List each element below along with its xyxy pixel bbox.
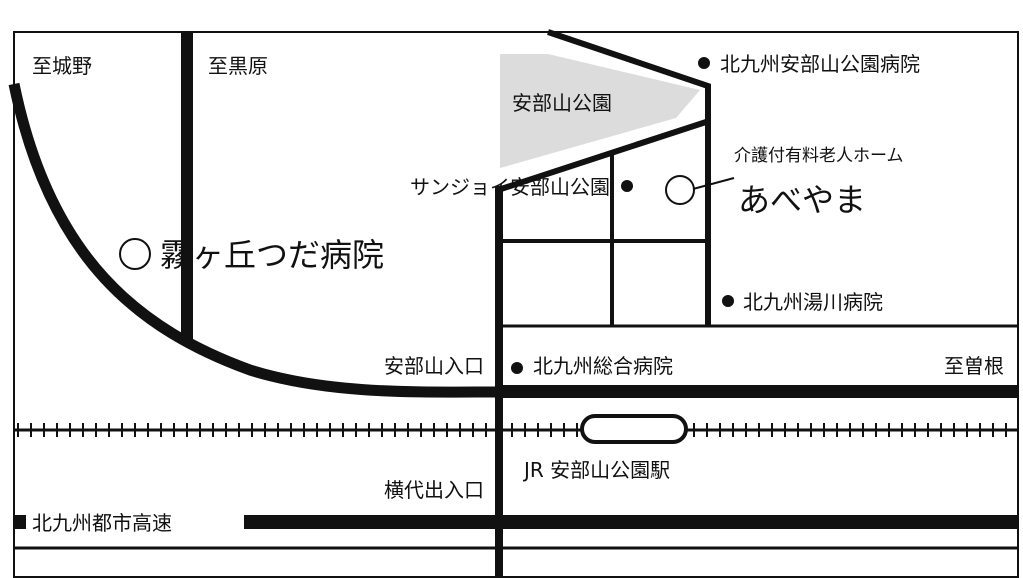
label-kitakyushu-general-hospital: 北九州総合病院 [533, 354, 673, 378]
label-station: JR 安部山公園駅 [522, 458, 670, 482]
destination-marker-abeyama [665, 175, 695, 205]
poi-marker-sunjoy [621, 180, 633, 192]
road-to-kurobaru [181, 32, 193, 340]
curved-road [8, 82, 501, 398]
destination-marker-kirigaoka [119, 238, 151, 270]
label-expressway: 北九州都市高速 [32, 511, 172, 535]
label-mask-expressway [24, 508, 244, 536]
park-road-upper [547, 29, 711, 326]
label-yokoshiro-entrance: 横代出入口 [384, 478, 484, 502]
label-yugawa-hospital: 北九州湯川病院 [743, 290, 883, 314]
destination-leader [692, 177, 735, 190]
central-road [495, 186, 503, 578]
label-to-sone: 至曽根 [944, 354, 1004, 378]
railway-ties [17, 423, 1007, 437]
label-facility-name: あべやま [738, 181, 866, 219]
map-frame [13, 31, 1019, 578]
poi-marker-yugawa [722, 295, 734, 307]
station-marker [580, 414, 688, 444]
main-road-east [500, 385, 1018, 398]
label-to-jono: 至城野 [32, 54, 92, 78]
label-abeyama-entrance: 安部山入口 [384, 354, 484, 378]
park-road-lower [497, 119, 707, 193]
poi-marker-general [511, 362, 523, 374]
expressway-end-left [14, 515, 26, 529]
poi-marker-abeyama-hospital [698, 57, 710, 69]
label-park: 安部山公園 [512, 91, 612, 115]
expressway-road [14, 515, 1018, 529]
label-abeyama-park-hospital: 北九州安部山公園病院 [720, 52, 920, 76]
label-kirigaoka-hospital: 霧ヶ丘つだ病院 [160, 236, 384, 274]
park-area [500, 54, 700, 168]
label-to-kurobaru: 至黒原 [208, 54, 268, 78]
label-sunjoy: サンジョイ安部山公園 [410, 175, 610, 199]
label-facility-type: 介護付有料老人ホーム [734, 146, 904, 166]
